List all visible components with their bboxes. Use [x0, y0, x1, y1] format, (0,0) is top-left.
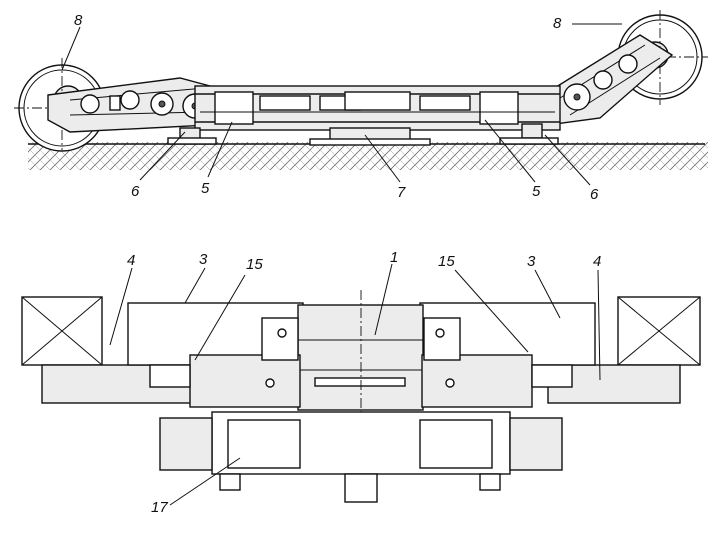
label-8-right: 8	[553, 15, 562, 32]
label-4-left: 4	[127, 252, 135, 269]
side-elevation-view	[14, 10, 708, 186]
label-17: 17	[151, 499, 168, 516]
label-3-right: 3	[527, 253, 536, 270]
label-3-left: 3	[199, 251, 208, 268]
label-6-right: 6	[590, 186, 599, 203]
callout-labels: 8 8 6 5 7 5 6 4 3 15 1 15 3 4 17	[74, 12, 601, 516]
right-outrigger-pad	[617, 296, 701, 366]
lower-transverse-frame	[159, 411, 563, 503]
right-support-foot	[499, 123, 559, 145]
label-15-right: 15	[438, 253, 455, 270]
label-7: 7	[397, 184, 406, 201]
label-5-right: 5	[532, 183, 541, 200]
label-6-left: 6	[131, 183, 140, 200]
side-view-leaders	[61, 23, 622, 186]
plan-view-leaders	[109, 263, 601, 506]
right-drive-unit	[421, 317, 573, 408]
central-body	[297, 290, 424, 500]
ground-hatching	[28, 142, 708, 170]
label-15-left: 15	[246, 256, 263, 273]
left-drive-unit	[149, 317, 301, 408]
left-outrigger-pad	[21, 296, 103, 366]
label-8-left: 8	[74, 12, 83, 29]
left-conveyor-boom	[47, 77, 211, 133]
label-4-right: 4	[593, 253, 601, 270]
plan-view	[21, 263, 701, 506]
label-1: 1	[390, 249, 398, 266]
left-support-foot	[167, 127, 217, 145]
main-frame-side	[194, 85, 561, 131]
label-5-left: 5	[201, 180, 210, 197]
